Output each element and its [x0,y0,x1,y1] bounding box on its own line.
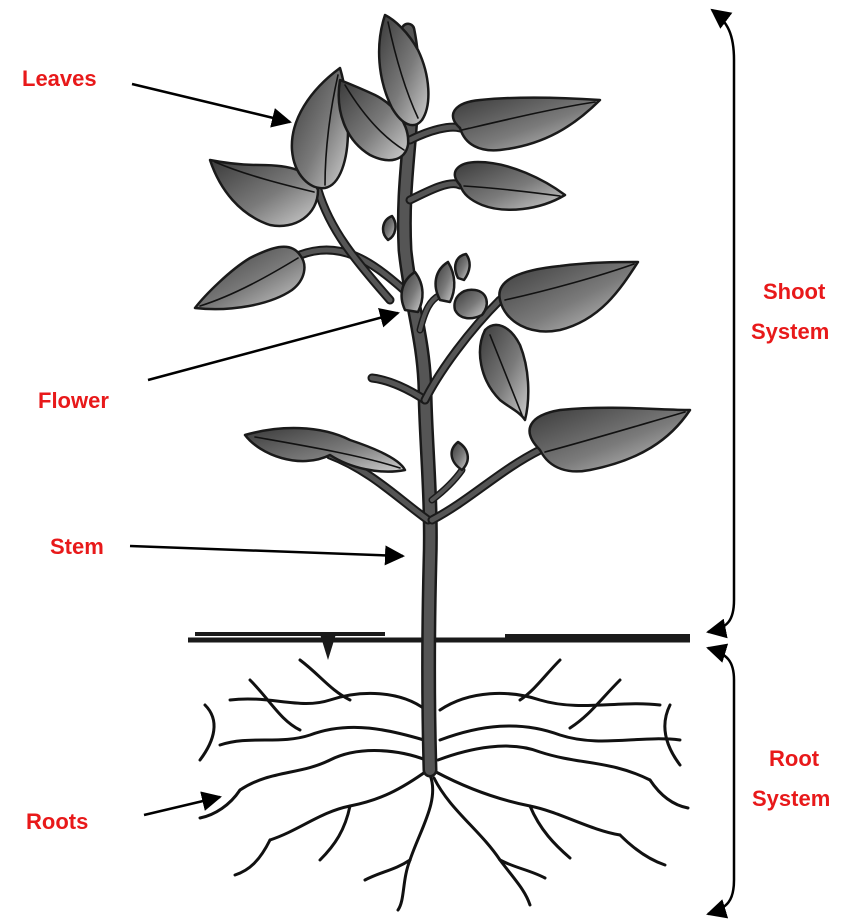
root-strand [665,705,680,765]
root-strand [440,693,660,710]
shoot-system-brace [708,10,734,632]
root-strand [200,705,214,760]
root-strand [365,860,410,880]
stem-label: Stem [50,534,104,559]
root-strand [436,772,620,835]
leaves-label: Leaves [22,66,97,91]
root-strand [434,778,530,905]
root-system-illustration [200,660,688,910]
leaves-arrow [132,84,290,122]
root-strand [200,790,240,818]
root-strand [520,660,560,700]
flower-arrow [148,313,398,380]
roots-arrow [144,797,220,815]
stem-arrow [130,546,403,556]
root-system-label-line2: System [752,786,830,811]
root-system-brace [708,648,734,914]
flower-illustration [402,254,487,318]
root-strand [300,660,350,700]
root-strand [220,727,424,745]
root-strand [650,780,688,808]
root-strand [440,726,680,741]
root-strand [250,680,300,730]
root-strand [438,746,650,780]
leaf-shape [383,216,395,240]
ground-line [188,634,690,660]
leaf-shape [452,442,468,470]
system-braces [708,10,734,914]
root-strand [230,693,426,710]
root-strand [240,751,426,790]
root-strand [398,775,433,910]
shoot-system-label-line2: System [751,319,829,344]
root-strand [530,806,570,858]
flower-label: Flower [38,388,109,413]
root-strand [620,835,665,865]
leaf-shape [195,247,304,309]
roots-label: Roots [26,809,88,834]
root-strand [235,840,270,875]
shoot-system-label-line1: Shoot [763,279,826,304]
root-system-label-line1: Root [769,746,820,771]
leaves-illustration [195,15,690,472]
